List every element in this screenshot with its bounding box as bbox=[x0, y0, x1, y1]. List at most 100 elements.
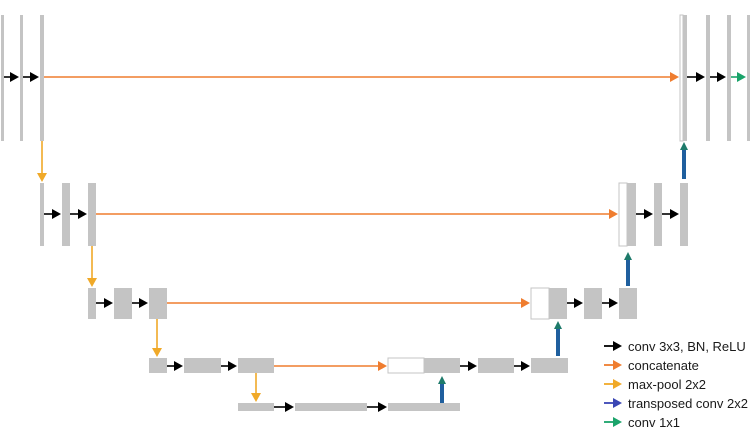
arrow-right-black-icon bbox=[604, 341, 622, 351]
copied-feature-map-block bbox=[618, 182, 628, 247]
arrow-right-orange-icon-mark bbox=[604, 360, 622, 370]
arrow-right-green-icon bbox=[731, 72, 746, 82]
arrow-right-black-icon-head bbox=[139, 298, 148, 308]
copied-feature-map-block bbox=[387, 357, 425, 374]
arrow-right-black-icon bbox=[687, 72, 705, 82]
arrow-right-green-icon-mark bbox=[604, 417, 622, 427]
arrow-right-black-icon bbox=[44, 209, 61, 219]
arrow-up-blue-icon bbox=[624, 252, 632, 286]
arrow-up-blue-icon-head bbox=[680, 142, 688, 150]
arrow-right-black-icon-mark-head bbox=[613, 341, 622, 351]
feature-map-block bbox=[584, 288, 602, 319]
arrow-right-green-icon bbox=[604, 417, 622, 427]
feature-map-blocks bbox=[1, 14, 750, 411]
arrow-right-black-icon bbox=[602, 298, 618, 308]
feature-map-block bbox=[62, 183, 70, 246]
arrow-down-yellow-icon bbox=[87, 246, 97, 287]
feature-map-block bbox=[114, 288, 132, 319]
legend-label-maxpool: max-pool 2x2 bbox=[628, 377, 706, 392]
copied-feature-map-block bbox=[679, 14, 684, 142]
feature-map-block bbox=[706, 15, 710, 141]
feature-map-block bbox=[727, 15, 731, 141]
arrow-right-black-icon bbox=[221, 361, 237, 371]
arrow-up-blue-icon-shaft bbox=[556, 327, 560, 356]
legend-item-transposed-conv: transposed conv 2x2 bbox=[604, 396, 748, 411]
feature-map-block bbox=[531, 358, 568, 373]
arrow-down-yellow-icon-head bbox=[87, 278, 97, 287]
feature-map-block bbox=[683, 15, 687, 141]
legend-item-conv1x1: conv 1x1 bbox=[604, 415, 680, 430]
arrow-right-black-icon bbox=[514, 361, 530, 371]
feature-map-block bbox=[20, 15, 23, 141]
arrow-right-orange-icon bbox=[96, 209, 618, 219]
arrow-right-orange-icon bbox=[604, 360, 622, 370]
arrow-right-black-icon-head bbox=[104, 298, 113, 308]
arrow-right-black-icon-head bbox=[717, 72, 726, 82]
legend-item-concatenate: concatenate bbox=[604, 358, 699, 373]
feature-map-block bbox=[654, 183, 662, 246]
arrow-right-black-icon-head bbox=[670, 209, 679, 219]
arrow-right-black-icon-head bbox=[285, 402, 294, 412]
feature-map-block bbox=[88, 288, 96, 319]
arrow-right-orange-icon-mark-head bbox=[613, 360, 622, 370]
arrow-up-blue-icon bbox=[680, 142, 688, 179]
arrow-right-black-icon-mark bbox=[604, 341, 622, 351]
legend: conv 3x3, BN, ReLU concatenate max-pool … bbox=[604, 339, 748, 430]
arrow-up-blue-icon-head bbox=[624, 252, 632, 260]
arrow-right-black-icon-head bbox=[30, 72, 39, 82]
arrow-down-yellow-icon-head bbox=[251, 393, 261, 402]
arrow-right-black-icon-head bbox=[78, 209, 87, 219]
arrow-right-black-icon-head bbox=[574, 298, 583, 308]
arrow-right-black-icon bbox=[167, 361, 183, 371]
feature-map-block bbox=[424, 358, 460, 373]
arrow-right-orange-icon bbox=[44, 72, 679, 82]
feature-map-block bbox=[680, 183, 688, 246]
arrow-right-orange-icon-head bbox=[521, 298, 530, 308]
legend-item-maxpool: max-pool 2x2 bbox=[604, 377, 706, 392]
arrow-up-blue-icon-shaft bbox=[626, 258, 630, 286]
feature-map-block bbox=[40, 183, 44, 246]
legend-label-concatenate: concatenate bbox=[628, 358, 699, 373]
feature-map-block bbox=[549, 288, 567, 319]
arrow-down-yellow-icon bbox=[37, 141, 47, 182]
arrow-up-blue-icon bbox=[438, 376, 446, 403]
feature-map-block bbox=[478, 358, 514, 373]
arrow-right-black-icon bbox=[23, 72, 39, 82]
arrow-right-black-icon bbox=[96, 298, 113, 308]
legend-label-transposed-conv: transposed conv 2x2 bbox=[628, 396, 748, 411]
arrow-right-black-icon-head bbox=[696, 72, 705, 82]
arrow-right-orange-icon-head bbox=[670, 72, 679, 82]
arrow-right-black-icon-head bbox=[174, 361, 183, 371]
arrow-right-black-icon-head bbox=[52, 209, 61, 219]
arrow-right-green-icon-mark-head bbox=[613, 417, 622, 427]
copied-feature-map-block bbox=[530, 287, 550, 320]
feature-map-block bbox=[184, 358, 221, 373]
arrow-down-yellow-icon-head bbox=[37, 173, 47, 182]
arrow-right-orange-icon-head bbox=[378, 361, 387, 371]
feature-map-block bbox=[40, 15, 44, 141]
feature-map-block bbox=[149, 358, 167, 373]
arrow-right-black-icon-head bbox=[10, 72, 19, 82]
arrow-right-black-icon bbox=[460, 361, 477, 371]
feature-map-block bbox=[627, 183, 636, 246]
arrow-right-blue-icon bbox=[604, 398, 622, 408]
arrow-right-black-icon bbox=[662, 209, 679, 219]
arrow-right-black-icon-head bbox=[609, 298, 618, 308]
arrow-up-blue-icon-shaft bbox=[440, 382, 444, 403]
arrow-right-black-icon bbox=[567, 298, 583, 308]
arrow-right-black-icon-head bbox=[521, 361, 530, 371]
feature-map-block bbox=[619, 288, 637, 319]
arrow-right-orange-icon-head bbox=[609, 209, 618, 219]
feature-map-block bbox=[1, 15, 4, 141]
arrow-up-blue-icon-shaft bbox=[682, 148, 686, 179]
arrow-right-black-icon-head bbox=[378, 402, 387, 412]
arrow-right-orange-icon bbox=[274, 361, 387, 371]
arrow-up-blue-icon-head bbox=[554, 321, 562, 329]
arrow-right-black-icon bbox=[636, 209, 653, 219]
arrow-right-black-icon bbox=[274, 402, 294, 412]
diagram-arrows bbox=[4, 72, 746, 412]
feature-map-block bbox=[295, 403, 367, 411]
legend-item-conv: conv 3x3, BN, ReLU bbox=[604, 339, 746, 354]
legend-label-conv1x1: conv 1x1 bbox=[628, 415, 680, 430]
